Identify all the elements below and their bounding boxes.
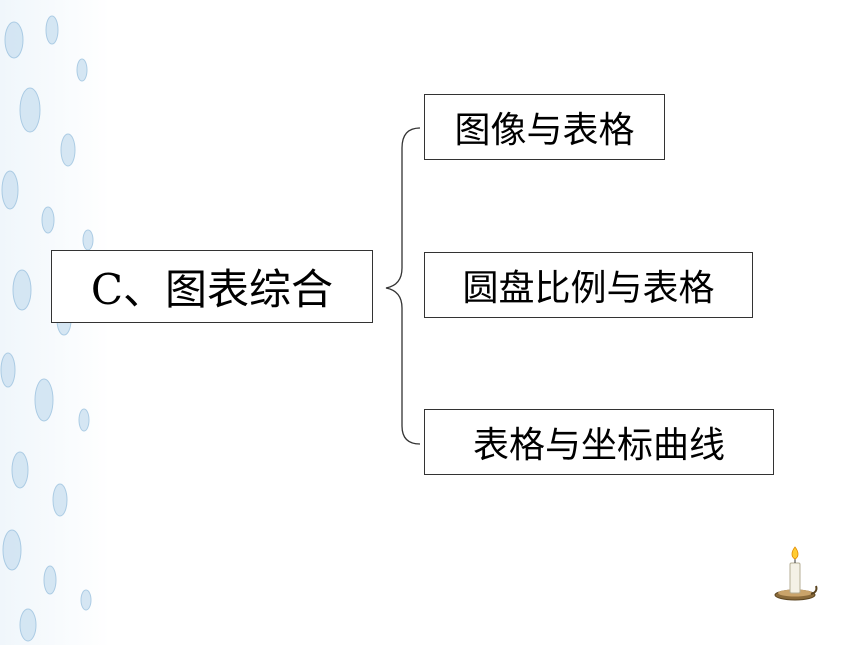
branch-node-1: 图像与表格: [424, 94, 665, 160]
root-node-label: C、图表综合: [90, 265, 334, 314]
branch-node-3-label: 表格与坐标曲线: [472, 425, 725, 466]
root-node: C、图表综合: [51, 250, 373, 323]
branch-node-2: 圆盘比例与表格: [424, 252, 753, 318]
branch-node-1-label: 图像与表格: [454, 110, 635, 151]
candle-icon[interactable]: [770, 545, 820, 605]
branch-node-2-label: 圆盘比例与表格: [462, 268, 715, 309]
branch-node-3: 表格与坐标曲线: [424, 409, 774, 475]
